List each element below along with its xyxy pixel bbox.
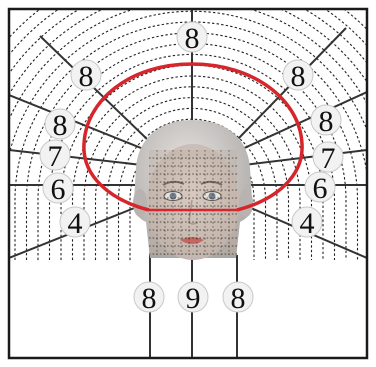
zone-number: 6 <box>313 172 328 205</box>
zone-number: 9 <box>186 282 201 315</box>
zone-number: 4 <box>68 207 83 240</box>
face-grid-overlay <box>149 150 237 255</box>
zone-number: 8 <box>291 60 306 93</box>
zone-number: 7 <box>48 140 63 173</box>
left-ear <box>133 189 147 217</box>
zone-number: 4 <box>300 207 315 240</box>
zone-number: 6 <box>51 173 66 206</box>
zone-number: 8 <box>53 109 68 142</box>
right-ear <box>239 189 253 217</box>
zone-number: 7 <box>321 142 336 175</box>
zone-number: 8 <box>319 105 334 138</box>
zone-number: 8 <box>79 60 94 93</box>
zone-number: 8 <box>142 282 157 315</box>
zone-number: 8 <box>185 22 200 55</box>
zone-number: 8 <box>231 282 246 315</box>
